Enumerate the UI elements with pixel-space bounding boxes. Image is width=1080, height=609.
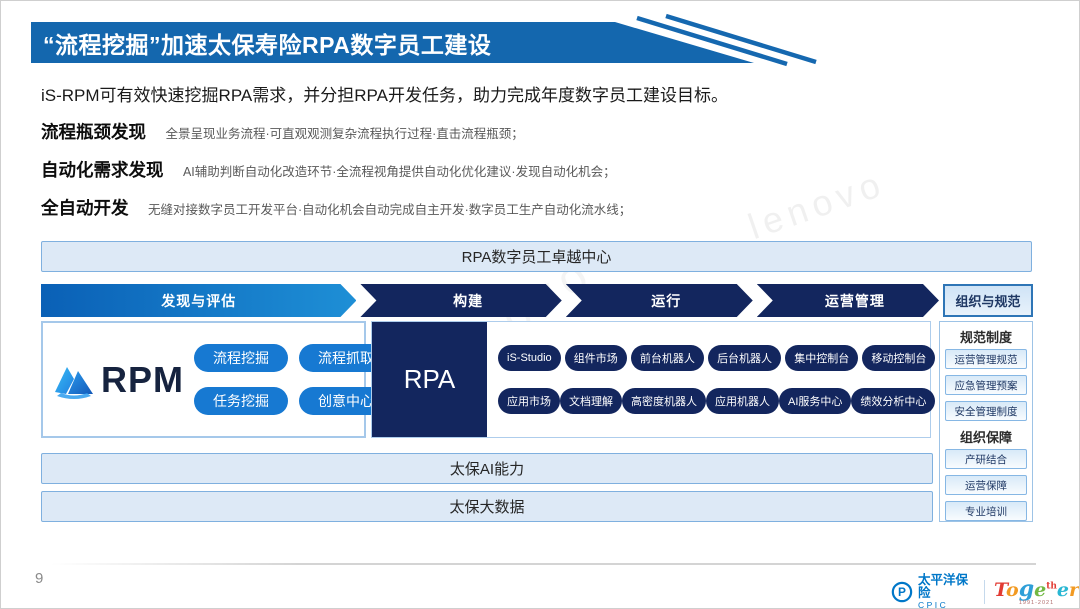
rpa-pill-row: iS-Studio 组件市场 前台机器人 后台机器人 集中控制台 移动控制台 xyxy=(498,345,936,371)
rpm-logo: RPM xyxy=(51,359,184,401)
rpa-pill: 应用市场 xyxy=(498,388,560,414)
rpa-pill: iS-Studio xyxy=(498,345,561,371)
rpm-panel: RPM 流程挖掘 流程抓取 任务挖掘 创意中心 xyxy=(41,321,393,438)
title-banner: “流程挖掘”加速太保寿险RPA数字员工建设 xyxy=(31,22,754,63)
phase-discovery: 发现与评估 xyxy=(41,284,356,317)
together-letter: e xyxy=(1034,578,1047,601)
cpic-logo: P 太平洋保险 CPIC xyxy=(891,573,975,609)
slide-subtitle: iS-RPM可有效快速挖掘RPA需求，并分担RPA开发任务，助力完成年度数字员工… xyxy=(41,86,728,105)
bigdata-bar: 太保大数据 xyxy=(41,491,933,522)
org-item: 运营管理规范 xyxy=(945,349,1027,369)
governance-column: 规范制度 运营管理规范 应急管理预案 安全管理制度 组织保障 产研结合 运营保障… xyxy=(939,321,1033,522)
rpa-pill: AI服务中心 xyxy=(779,388,852,414)
feature-list: 流程瓶颈发现 全景呈现业务流程·可直观观测复杂流程执行过程·直击流程瓶颈； 自动… xyxy=(41,119,941,233)
together-wordmark: Together xyxy=(994,578,1079,600)
rpm-logo-icon xyxy=(55,366,93,399)
together-letter: r xyxy=(1068,578,1079,601)
footer-divider xyxy=(51,563,1036,565)
footer-logos: P 太平洋保险 CPIC Together 1991-2021 xyxy=(891,573,1079,609)
rpa-pill: 高密度机器人 xyxy=(622,388,706,414)
feature-desc: 全景呈现业务流程·可直观观测复杂流程执行过程·直击流程瓶颈； xyxy=(165,127,524,141)
phase-run: 运行 xyxy=(566,284,753,317)
rpa-pill: 组件市场 xyxy=(564,345,627,371)
page-number: 9 xyxy=(35,570,44,587)
phase-operate: 运营管理 xyxy=(757,284,939,317)
feature-item: 流程瓶颈发现 全景呈现业务流程·可直观观测复杂流程执行过程·直击流程瓶颈； xyxy=(41,119,941,144)
feature-desc: 无缝对接数字员工开发平台·自动化机会自动完成自主开发·数字员工生产自动化流水线； xyxy=(147,203,632,217)
rpa-pill-row: 应用市场 文档理解 高密度机器人 应用机器人 AI服务中心 绩效分析中心 xyxy=(498,388,936,414)
org-item: 安全管理制度 xyxy=(945,401,1027,421)
rpa-pill: 移动控制台 xyxy=(862,345,936,371)
rpa-pill-area: iS-Studio 组件市场 前台机器人 后台机器人 集中控制台 移动控制台 应… xyxy=(487,322,946,437)
org-item: 专业培训 xyxy=(945,501,1027,521)
together-letter: o xyxy=(1006,578,1019,601)
feature-desc: AI辅助判断自动化改造环节·全流程视角提供自动化优化建议·发现自动化机会； xyxy=(182,165,616,179)
rpa-pill: 应用机器人 xyxy=(706,388,779,414)
together-letter: e xyxy=(1056,578,1069,601)
feature-item: 自动化需求发现 AI辅助判断自动化改造环节·全流程视角提供自动化优化建议·发现自… xyxy=(41,157,941,182)
org-group-title: 组织保障 xyxy=(959,430,1012,445)
rpa-pill: 前台机器人 xyxy=(630,345,704,371)
cpic-logo-icon: P xyxy=(891,581,913,602)
banner-stripes-decoration xyxy=(636,13,817,67)
logo-divider xyxy=(984,579,986,604)
cpic-wordmark: 太平洋保险 CPIC xyxy=(917,573,975,609)
rpa-pill: 文档理解 xyxy=(560,388,622,414)
rpm-pill: 任务挖掘 xyxy=(194,387,288,415)
rpa-pill: 后台机器人 xyxy=(708,345,782,371)
rpa-panel: RPA iS-Studio 组件市场 前台机器人 后台机器人 集中控制台 移动控… xyxy=(371,321,936,438)
phase-row: 发现与评估 构建 运行 运营管理 组织与规范 xyxy=(41,284,1033,317)
rpa-label: RPA xyxy=(372,322,487,437)
feature-label: 流程瓶颈发现 xyxy=(41,122,146,142)
rpa-pill: 绩效分析中心 xyxy=(851,388,936,414)
phase-build: 构建 xyxy=(360,284,561,317)
rpm-pill: 流程挖掘 xyxy=(194,344,288,372)
svg-text:P: P xyxy=(898,585,906,599)
org-group-title: 规范制度 xyxy=(959,330,1012,345)
together-letter: th xyxy=(1046,581,1057,592)
cpic-name: 太平洋保险 xyxy=(917,573,968,600)
rpa-pill: 集中控制台 xyxy=(785,345,859,371)
together-anniversary-logo: Together 1991-2021 xyxy=(994,578,1079,607)
feature-label: 自动化需求发现 xyxy=(41,160,164,180)
together-letter: g xyxy=(1018,575,1035,602)
rpm-logo-text: RPM xyxy=(101,358,184,400)
page-title: “流程挖掘”加速太保寿险RPA数字员工建设 xyxy=(43,31,492,58)
feature-item: 全自动开发 无缝对接数字员工开发平台·自动化机会自动完成自主开发·数字员工生产自… xyxy=(41,195,941,220)
coe-bar: RPA数字员工卓越中心 xyxy=(41,241,1032,272)
anniversary-caption: 1991-2021 xyxy=(1018,599,1055,606)
rpm-pill-grid: 流程挖掘 流程抓取 任务挖掘 创意中心 xyxy=(194,344,393,415)
org-and-standards-header: 组织与规范 xyxy=(942,284,1033,317)
together-letter: T xyxy=(994,578,1007,601)
ai-capability-bar: 太保AI能力 xyxy=(41,453,933,484)
feature-label: 全自动开发 xyxy=(41,198,129,218)
cpic-abbr: CPIC xyxy=(917,600,949,609)
org-item: 产研结合 xyxy=(945,449,1027,469)
org-item: 运营保障 xyxy=(945,475,1027,495)
org-item: 应急管理预案 xyxy=(945,375,1027,395)
